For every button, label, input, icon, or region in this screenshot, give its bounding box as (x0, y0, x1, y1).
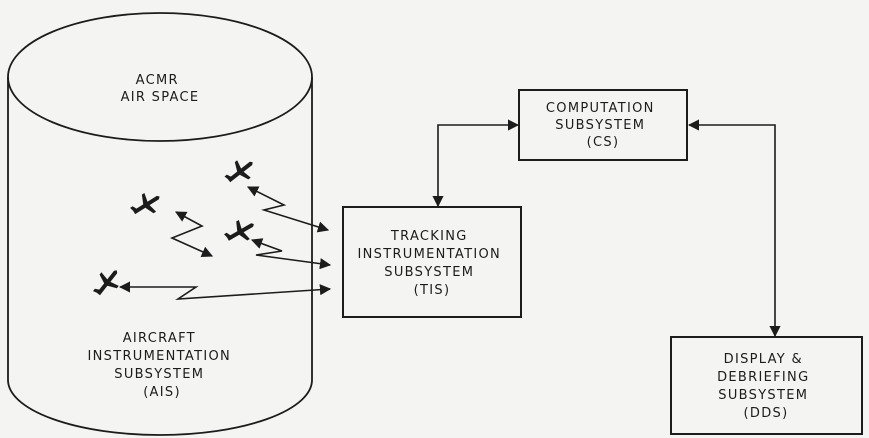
ais-label-line3: SUBSYSTEM (114, 367, 204, 382)
radio-link (246, 186, 330, 233)
dds-label-line3: SUBSYSTEM (718, 388, 808, 403)
tis-label-line1: TRACKING (390, 229, 468, 244)
tis-label-line2: INSTRUMENTATION (358, 247, 502, 262)
dds-label-line2: DEBRIEFING (717, 370, 809, 385)
cs-box: COMPUTATION SUBSYSTEM (CS) (518, 89, 688, 161)
dds-box: DISPLAY & DEBRIEFING SUBSYSTEM (DDS) (670, 336, 863, 435)
aircraft-icon (224, 160, 253, 183)
svg-text:TRACKING INSTRUMENTATION: TRACKING INSTRUMENTATION SUBSYSTEM (TIS) (358, 229, 507, 298)
airspace-cylinder: ACMR AIR SPACE AIRCRAFT INSTRUMENTATION … (7, 12, 313, 436)
aircraft-icon (224, 219, 254, 241)
tis-cs-connector (432, 119, 520, 208)
svg-text:DISPLAY & DEBRIEFING: DISPLAY & DEBRIEFING SUBSYSTEM (DDS) (717, 352, 815, 421)
cs-label-line3: (CS) (587, 135, 620, 150)
tis-label-line4: (TIS) (414, 283, 451, 298)
tis-label-line3: SUBSYSTEM (384, 265, 474, 280)
tis-box: TRACKING INSTRUMENTATION SUBSYSTEM (TIS) (342, 206, 522, 318)
cs-label-line1: COMPUTATION (546, 101, 655, 116)
aircraft-icon (130, 193, 160, 215)
radio-link (118, 281, 332, 300)
cs-dds-connector (687, 119, 781, 338)
svg-text:AIRCRAFT INSTRUMENTATION: AIRCRAFT INSTRUMENTATION SUBSYSTEM (AIS) (88, 331, 237, 400)
airspace-label-line2: AIR SPACE (121, 90, 200, 105)
dds-label-line4: (DDS) (744, 406, 789, 421)
aircraft-icon (93, 270, 119, 296)
airspace-label-line1: ACMR (136, 73, 179, 88)
dds-label-line1: DISPLAY & (724, 352, 803, 367)
ais-label-line4: (AIS) (143, 385, 181, 400)
svg-text:ACMR AIR SPACE: ACMR AIR SPACE (121, 73, 200, 105)
cs-label-line2: SUBSYSTEM (555, 118, 645, 133)
ais-label-line2: INSTRUMENTATION (88, 349, 232, 364)
cylinder-top (7, 12, 313, 142)
radio-link (169, 211, 214, 257)
radio-link (250, 238, 332, 270)
ais-label-line1: AIRCRAFT (123, 331, 196, 346)
svg-text:COMPUTATION SUBSYSTEM: COMPUTATION SUBSYSTEM (CS) (546, 101, 660, 150)
cylinder-body (7, 77, 313, 436)
